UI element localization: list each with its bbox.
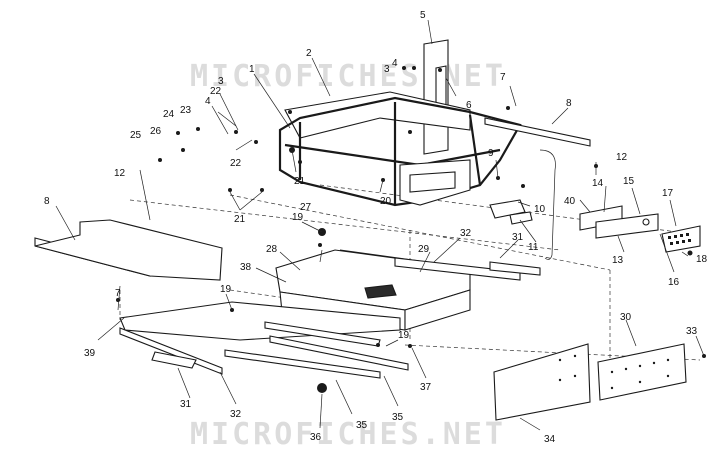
label-part-13: 13 <box>612 255 624 266</box>
label-part-30: 30 <box>620 312 632 323</box>
label-part-15: 15 <box>623 176 635 187</box>
label-part-27: 27 <box>300 202 312 213</box>
label-part-2: 2 <box>306 48 312 59</box>
part-12-left-panel <box>34 219 223 281</box>
part-1-frame <box>278 96 522 207</box>
mud-flaps <box>493 343 687 421</box>
label-part-12-left: 12 <box>114 168 126 179</box>
label-part-12-right: 12 <box>616 152 628 163</box>
label-part-7-top: 7 <box>500 72 506 83</box>
label-part-1: 1 <box>249 64 255 75</box>
rear-light-assembly <box>579 205 701 256</box>
label-part-22-top: 22 <box>210 86 222 97</box>
label-part-32-left: 32 <box>230 409 242 420</box>
label-part-35-right: 35 <box>392 412 404 423</box>
label-part-20: 20 <box>380 196 392 207</box>
leader-lines <box>55 19 705 431</box>
label-part-23: 23 <box>180 105 192 116</box>
label-part-34: 34 <box>544 434 556 445</box>
label-part-25: 25 <box>130 130 142 141</box>
label-part-8-left: 8 <box>44 196 50 207</box>
part-8-rail-top <box>484 117 591 147</box>
label-part-11: 11 <box>528 242 539 253</box>
callout-labels: 1 2 3 3 4 4 5 6 7 7 8 8 9 10 11 12 12 13… <box>44 10 708 445</box>
label-part-3-right: 3 <box>384 64 390 75</box>
label-part-10: 10 <box>534 204 546 215</box>
label-part-24: 24 <box>163 109 175 120</box>
label-part-21-left: 21 <box>234 214 246 225</box>
label-part-19-top: 19 <box>292 212 304 223</box>
label-part-35-left: 35 <box>356 420 368 431</box>
label-part-3-left: 3 <box>218 76 224 87</box>
label-part-36: 36 <box>310 432 322 443</box>
label-part-40: 40 <box>564 196 576 207</box>
part-10-11-clips <box>489 199 533 225</box>
watermark-bottom: MICROFICHES.NET <box>190 417 506 452</box>
label-part-14: 14 <box>592 178 604 189</box>
label-part-4-left: 4 <box>205 96 211 107</box>
label-part-8-top: 8 <box>566 98 572 109</box>
label-part-19-left: 19 <box>220 284 232 295</box>
label-part-6: 6 <box>466 100 472 111</box>
label-part-37: 37 <box>420 382 432 393</box>
label-part-28: 28 <box>266 244 278 255</box>
label-part-17: 17 <box>662 188 674 199</box>
label-part-33: 33 <box>686 326 698 337</box>
label-part-26: 26 <box>150 126 162 137</box>
label-part-38: 38 <box>240 262 252 273</box>
label-part-7-left: 7 <box>115 288 121 299</box>
label-part-22-bottom: 22 <box>230 158 242 169</box>
label-part-39: 39 <box>84 348 96 359</box>
label-part-16: 16 <box>668 277 680 288</box>
label-part-5: 5 <box>420 10 426 21</box>
label-part-4-right: 4 <box>392 58 398 69</box>
label-part-32-right: 32 <box>460 228 472 239</box>
label-part-19-right: 19 <box>398 330 410 341</box>
label-part-9: 9 <box>488 148 494 159</box>
label-part-31-left: 31 <box>180 399 192 410</box>
label-part-21-right: 21 <box>294 176 306 187</box>
label-part-29: 29 <box>418 244 430 255</box>
label-part-31-right: 31 <box>512 232 524 243</box>
part-5-bracket <box>423 39 449 155</box>
label-part-18: 18 <box>696 254 708 265</box>
watermark-top: MICROFICHES.NET <box>190 59 506 94</box>
lower-rails <box>119 321 409 379</box>
part-12-right-wire <box>539 149 556 260</box>
